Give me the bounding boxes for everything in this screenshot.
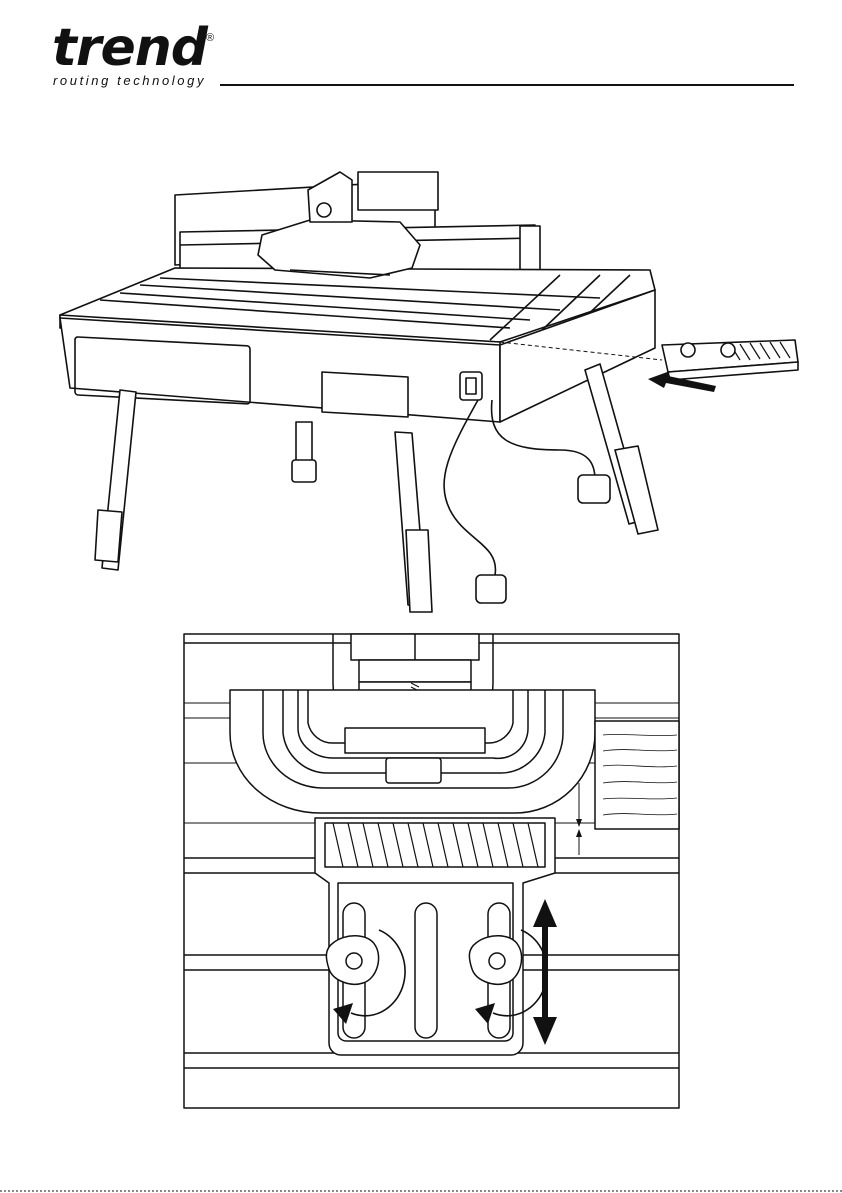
brand-logo: trend bbox=[52, 22, 207, 74]
header-rule bbox=[220, 84, 794, 86]
router-table-illustration bbox=[40, 150, 800, 620]
registered-mark: ® bbox=[206, 32, 214, 44]
featherboard-detail-illustration bbox=[183, 633, 680, 1109]
brand-tagline: routing technology bbox=[53, 73, 206, 88]
page-footer-border bbox=[0, 1190, 842, 1192]
page-header: trend ® routing technology bbox=[0, 0, 842, 100]
